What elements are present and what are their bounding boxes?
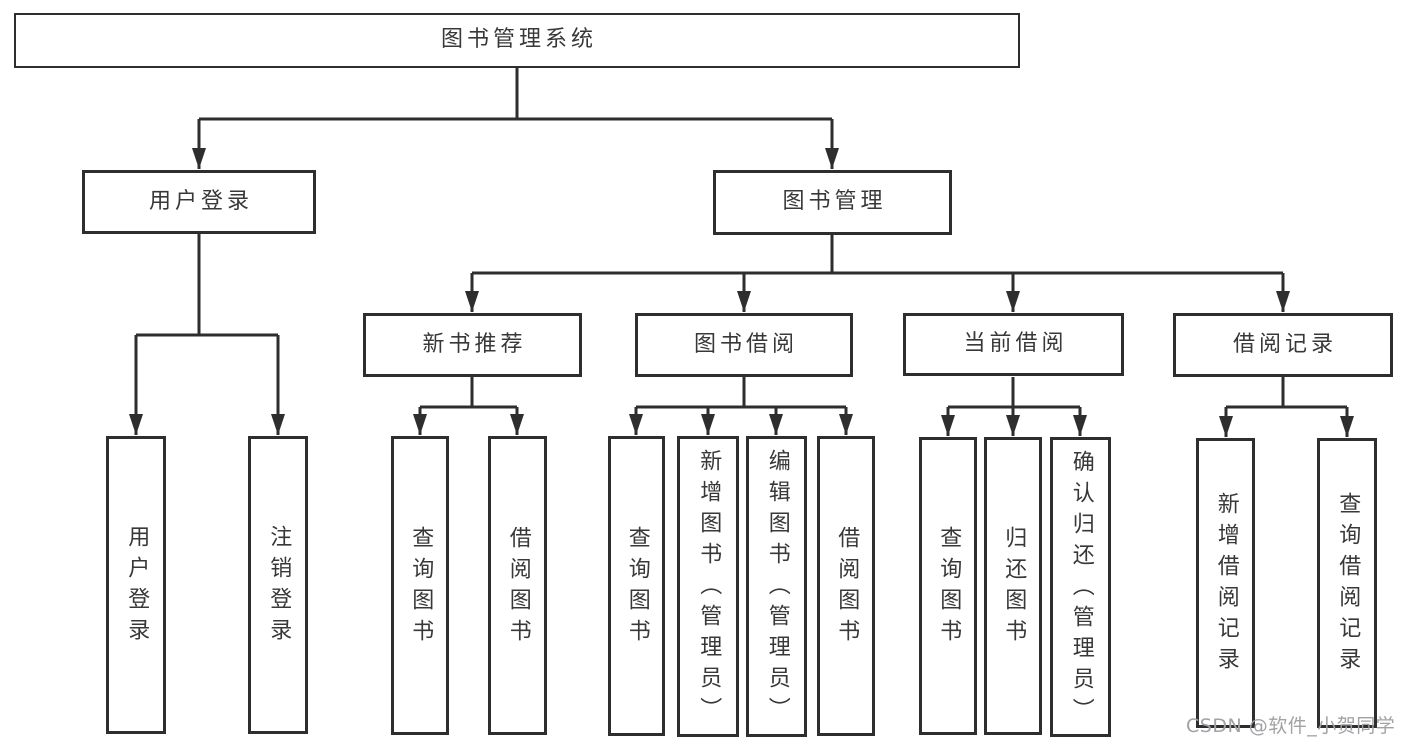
leaf-query-books-current: 查询图书: [919, 437, 977, 735]
leaf-logout-login: 注销登录: [248, 436, 308, 734]
leaf-query-books-recommend: 查询图书: [391, 436, 449, 735]
leaf-query-borrow-record: 查询借阅记录: [1317, 438, 1377, 728]
leaf-return-books: 归还图书: [984, 437, 1042, 735]
leaf-borrow-books-label: 借阅图书: [834, 526, 860, 650]
node-book-borrowing: 图书借阅: [635, 313, 853, 377]
watermark-text: CSDN @软件_小贺同学: [1186, 715, 1396, 737]
node-book-borrowing-label: 图书借阅: [693, 331, 798, 357]
leaf-user-login: 用户登录: [106, 436, 166, 734]
node-root: 图书管理系统: [14, 13, 1020, 68]
leaf-borrow-books-recommend: 借阅图书: [488, 436, 547, 735]
node-borrowing-records: 借阅记录: [1173, 313, 1393, 377]
leaf-query-books-current-label: 查询图书: [936, 526, 962, 650]
node-user-login-label: 用户登录: [148, 188, 253, 214]
leaf-edit-book-admin-label: 编辑图书（管理员）: [764, 449, 790, 728]
node-borrowing-records-label: 借阅记录: [1232, 331, 1337, 357]
node-book-management: 图书管理: [713, 170, 952, 235]
leaf-query-books-borrowing: 查询图书: [608, 436, 665, 736]
leaf-confirm-return-admin-label: 确认归还（管理员）: [1068, 449, 1094, 729]
leaf-confirm-return-admin: 确认归还（管理员）: [1050, 437, 1111, 737]
node-new-book-recommend-label: 新书推荐: [422, 331, 527, 357]
node-current-borrowing-label: 当前借阅: [963, 331, 1068, 357]
node-current-borrowing: 当前借阅: [903, 313, 1124, 376]
leaf-borrow-books-recommend-label: 借阅图书: [505, 525, 531, 650]
leaf-add-borrow-record-label: 新增借阅记录: [1213, 492, 1239, 678]
leaf-user-login-label: 用户登录: [124, 525, 150, 649]
leaf-query-books-borrowing-label: 查询图书: [624, 526, 650, 650]
node-book-management-label: 图书管理: [782, 189, 887, 215]
leaf-add-book-admin-label: 新增图书（管理员）: [696, 449, 722, 728]
leaf-borrow-books: 借阅图书: [817, 436, 875, 736]
node-new-book-recommend: 新书推荐: [363, 313, 582, 377]
node-root-label: 图书管理系统: [440, 27, 597, 53]
leaf-query-books-recommend-label: 查询图书: [408, 525, 434, 650]
leaf-logout-login-label: 注销登录: [266, 525, 292, 649]
leaf-add-book-admin: 新增图书（管理员）: [677, 436, 739, 737]
leaf-return-books-label: 归还图书: [1001, 526, 1027, 650]
leaf-edit-book-admin: 编辑图书（管理员）: [746, 436, 807, 737]
leaf-query-borrow-record-label: 查询借阅记录: [1335, 492, 1361, 678]
leaf-add-borrow-record: 新增借阅记录: [1196, 438, 1255, 728]
node-user-login: 用户登录: [82, 170, 316, 234]
